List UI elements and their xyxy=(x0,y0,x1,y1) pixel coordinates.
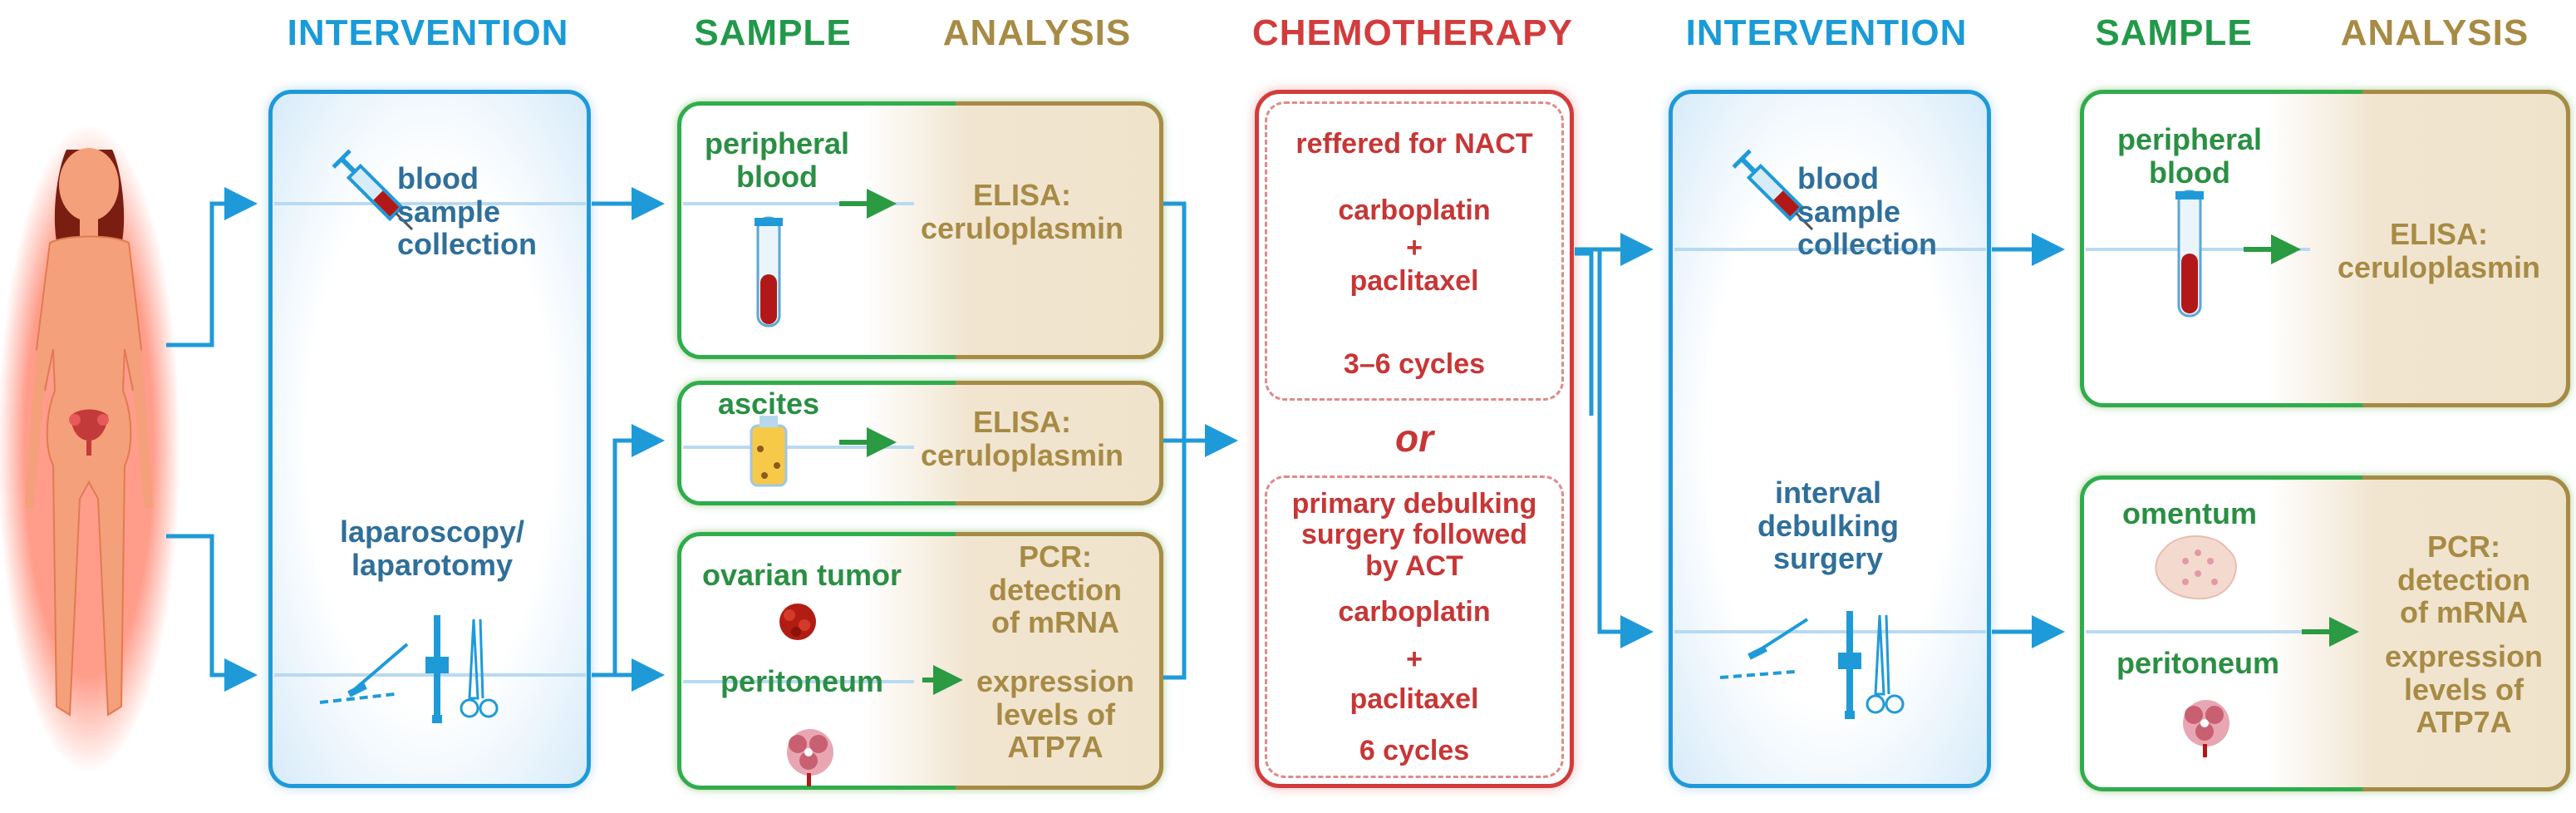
elisa-label-2: ELISA: ceruloplasmin xyxy=(920,405,1124,472)
analysis-edge-3 xyxy=(956,532,1163,790)
blood-collection-label-1: blood sample collection xyxy=(397,161,538,262)
act-drug-2: paclitaxel xyxy=(1349,683,1479,715)
elisa-label-3: ELISA: ceruloplasmin xyxy=(2337,217,2541,284)
nact-drug-1: carboplatin xyxy=(1338,195,1491,226)
scissors-icon xyxy=(460,618,499,718)
or-label: or xyxy=(1395,416,1433,460)
flow-arrows-1 xyxy=(592,187,665,692)
header-sample-2: SAMPLE xyxy=(2095,12,2253,53)
omentum-icon xyxy=(2155,535,2237,600)
elisa-label-1: ELISA: ceruloplasmin xyxy=(920,178,1124,245)
nact-plus: + xyxy=(1406,232,1423,264)
analysis-edge-4 xyxy=(2362,90,2570,407)
nact-cycles: 3–6 cycles xyxy=(1343,348,1486,380)
nact-title: reffered for NACT xyxy=(1295,128,1533,160)
peritoneum-icon xyxy=(787,729,833,786)
nact-drug-2: paclitaxel xyxy=(1349,265,1479,297)
act-title: primary debulking surgery followed by AC… xyxy=(1291,488,1537,582)
header-analysis-2: ANALYSIS xyxy=(2340,12,2529,53)
header-intervention-1: INTERVENTION xyxy=(287,12,569,53)
peripheral-blood-label-2: peripheral blood xyxy=(2116,122,2263,190)
sample-analysis-arrows xyxy=(839,189,2359,695)
nact-option-box xyxy=(1265,101,1564,401)
expression-label-1: expression levels of ATP7A xyxy=(976,664,1135,765)
laparoscopy-label: laparoscopy/ laparotomy xyxy=(339,515,525,582)
header-analysis-1: ANALYSIS xyxy=(942,12,1132,53)
scissors-icon xyxy=(1866,614,1905,714)
pcr-label-2: PCR: detection of mRNA xyxy=(2397,530,2530,630)
ascites-bottle-icon xyxy=(750,416,788,487)
sample-panel-tumor xyxy=(677,532,1163,790)
peritoneum-label-1: peritoneum xyxy=(720,664,883,698)
header-sample-1: SAMPLE xyxy=(694,12,852,53)
peritoneum-icon xyxy=(2183,700,2229,757)
omentum-label: omentum xyxy=(2122,496,2257,530)
figure-connectors xyxy=(166,187,258,692)
act-cycles: 6 cycles xyxy=(1359,735,1470,766)
syringe-icon xyxy=(1732,149,1814,231)
forceps-icon xyxy=(425,615,449,723)
blood-tube-icon xyxy=(2175,190,2204,318)
syringe-icon xyxy=(332,149,414,231)
female-figure-icon xyxy=(0,125,180,773)
analysis-edge-1 xyxy=(956,101,1163,359)
tumor-icon xyxy=(779,604,816,640)
flow-arrows-3 xyxy=(1575,233,1654,648)
peritoneum-label-2: peritoneum xyxy=(2116,646,2279,680)
ovarian-tumor-label: ovarian tumor xyxy=(701,558,902,592)
flow-arrows-2 xyxy=(1163,201,1238,680)
expression-label-2: expression levels of ATP7A xyxy=(2384,639,2544,740)
forceps-icon xyxy=(1838,611,1861,719)
scalpel-icon xyxy=(319,643,409,704)
peripheral-blood-label-1: peripheral blood xyxy=(704,126,850,194)
pcr-label-1: PCR: detection of mRNA xyxy=(988,540,1122,640)
act-option-box xyxy=(1265,475,1564,778)
scalpel-icon xyxy=(1719,618,1809,679)
act-plus: + xyxy=(1406,643,1423,675)
chemotherapy-panel xyxy=(1255,90,1574,788)
ascites-label: ascites xyxy=(717,387,820,421)
header-intervention-2: INTERVENTION xyxy=(1685,12,1968,53)
blood-collection-label-2: blood sample collection xyxy=(1797,161,1938,262)
act-drug-1: carboplatin xyxy=(1338,596,1491,628)
intervention-panel-2 xyxy=(1669,90,1991,788)
blood-tube-icon xyxy=(755,216,783,328)
flow-arrows-4 xyxy=(1992,233,2065,648)
analysis-edge-2 xyxy=(956,381,1163,505)
header-chemotherapy: CHEMOTHERAPY xyxy=(1251,12,1574,53)
interval-surgery-label: interval debulking surgery xyxy=(1757,475,1899,576)
analysis-edge-5 xyxy=(2362,475,2570,791)
